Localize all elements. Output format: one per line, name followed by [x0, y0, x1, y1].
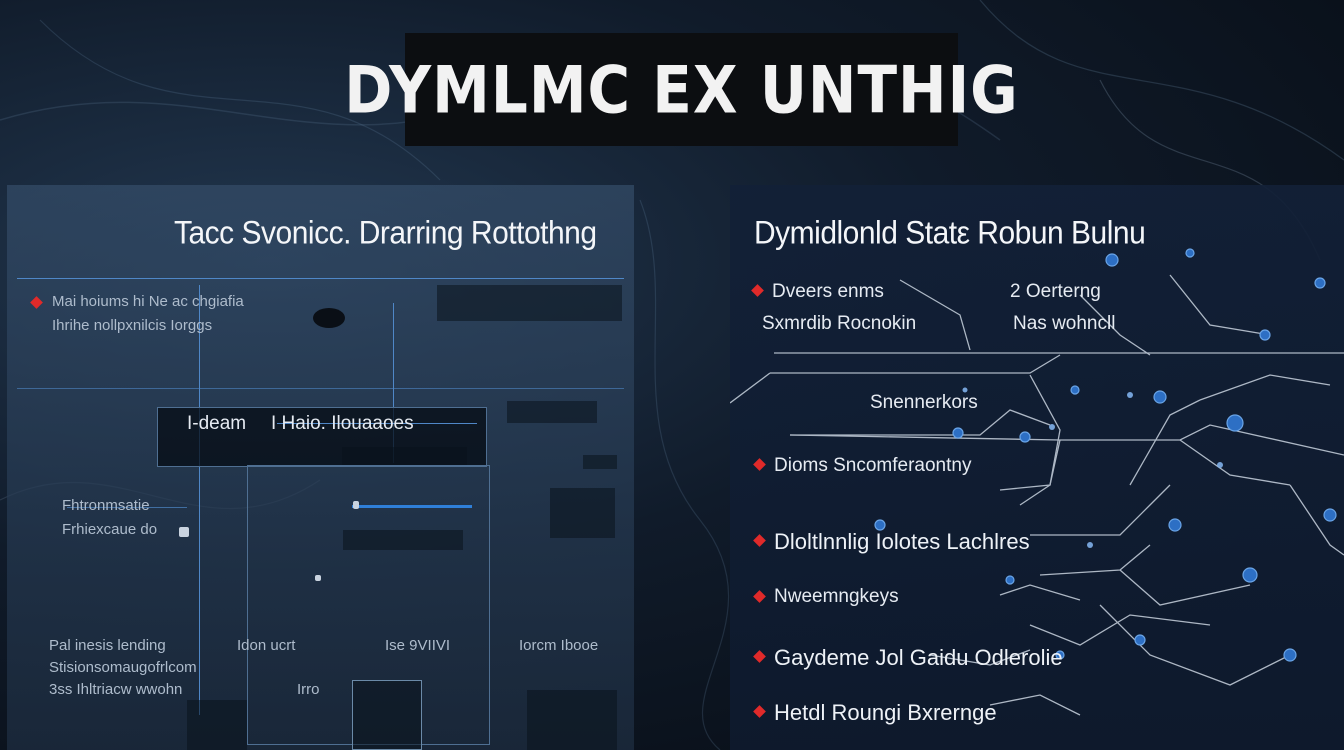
header-right-label: Nas wohncll [1013, 313, 1116, 334]
left-label: Mai hoiums hi Ne ac chgiafia [52, 293, 244, 310]
list-item-label: Dloltlnnlig Iolotes Lachlres [774, 529, 1030, 554]
node-handle [353, 501, 359, 509]
divider-line [17, 388, 624, 389]
connector-line [277, 423, 477, 424]
list-item-label: Gaydeme Jol Gaidu Odlerolie [774, 645, 1063, 670]
screen-block [342, 447, 467, 465]
screen-block [437, 285, 622, 321]
screen-block [507, 401, 597, 423]
screen-block [343, 530, 463, 550]
circuit-network [730, 248, 1344, 716]
knob-control [313, 308, 345, 328]
left-panel-title: Tacc Svonicc. Drarring Rottothng [174, 215, 597, 252]
center-label: Snennerkors [870, 392, 978, 413]
node-handle [315, 575, 321, 581]
screen-block [527, 690, 617, 750]
screen-block [583, 455, 617, 469]
screen-block [352, 680, 422, 750]
connector-line [199, 285, 200, 715]
accent-bar [352, 505, 472, 508]
divider-line [17, 278, 624, 279]
list-item-label: Nweemngkeys [774, 586, 899, 607]
title-banner: DYMLMC EX UNTHIG [344, 33, 1018, 146]
left-label: I-deam [187, 413, 247, 434]
left-label: Pal inesis lending [49, 637, 166, 654]
connector-line [67, 507, 187, 508]
left-label: I Haio. Ilouaaoes [271, 413, 414, 434]
screen-block [187, 700, 247, 750]
left-label: Frhiexcaue do [62, 521, 158, 538]
right-panel-title: Dymidlonld Statε Robun Bulnu [754, 215, 1146, 252]
left-panel: Tacc Svonicc. Drarring Rottothng Mai hoi… [7, 185, 634, 750]
connector-line [393, 303, 394, 463]
node-handle [179, 527, 189, 537]
right-panel: Dymidlonld Statε Robun Bulnu Dveers enms… [730, 185, 1344, 750]
left-label: Idon ucrt [237, 637, 296, 654]
left-label: Stisionsomaugofrlcom [49, 659, 197, 676]
left-label: Ihrihe nollpxnilcis Iorggs [52, 317, 213, 334]
header-item-label: Sxmrdib Rocnokin [762, 313, 917, 334]
left-label: Irro [297, 681, 320, 698]
banner-title: DYMLMC EX UNTHIG [344, 51, 1019, 128]
header-item-label: Dveers enms [772, 281, 884, 302]
left-label: Fhtronmsatie [62, 497, 150, 514]
left-label: 3ss Ihltriacw wwohn [49, 681, 183, 698]
left-label: Iorcm Ibooe [519, 637, 599, 654]
left-label: Ise 9VIIVI [385, 637, 451, 654]
list-item-label: Hetdl Roungi Bxrernge [774, 700, 997, 725]
header-right-label: 2 Oerterng [1010, 281, 1101, 302]
screen-block [550, 488, 615, 538]
list-item-label: Dioms Sncomferaontny [774, 455, 972, 476]
